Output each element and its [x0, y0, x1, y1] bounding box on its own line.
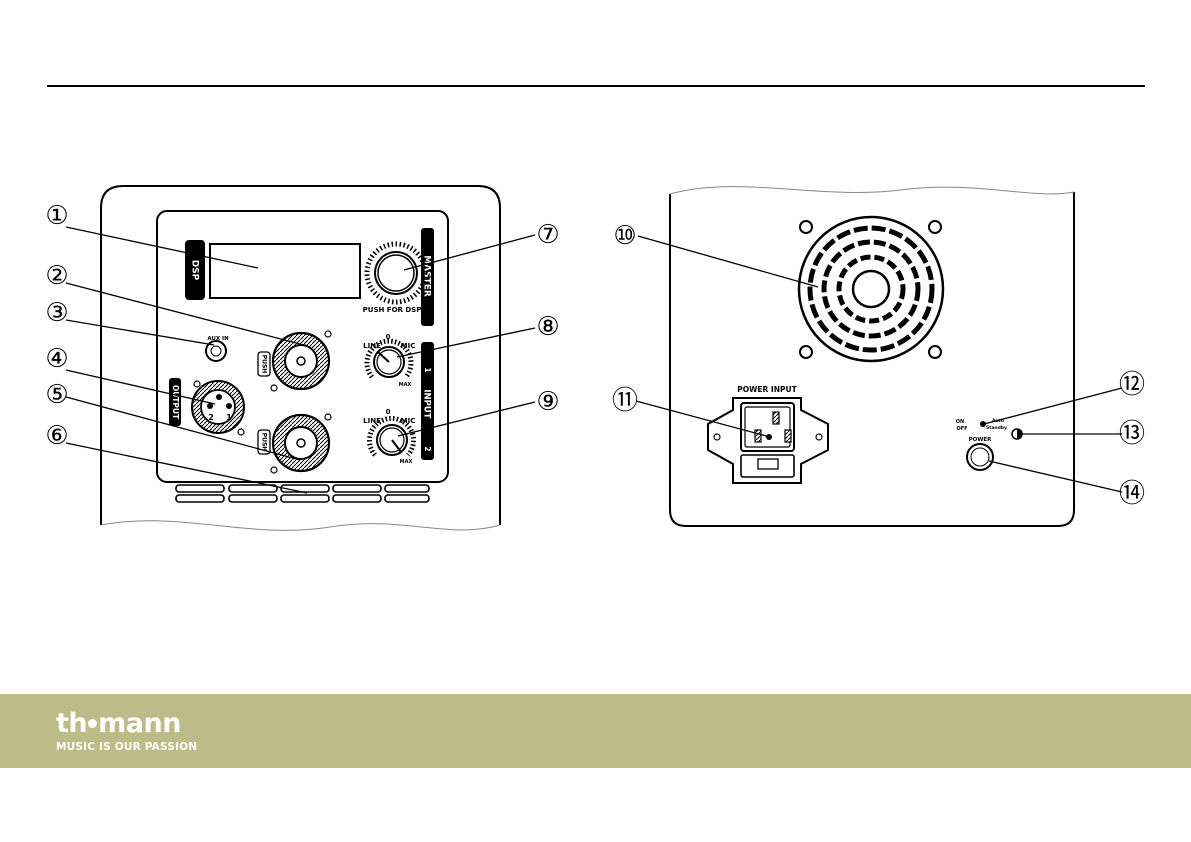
logo-dot — [88, 719, 97, 728]
rear-panel-outline — [670, 187, 1074, 526]
callout-8: ⑧ — [536, 312, 559, 342]
rear-leader-lines — [636, 236, 1122, 492]
callout-2: ② — [45, 261, 68, 291]
callout-4: ④ — [45, 344, 68, 374]
ventilation-slots — [176, 485, 429, 502]
power-input-socket[interactable] — [708, 398, 828, 483]
callout-5: ⑤ — [45, 380, 68, 410]
dsp-label: DSP — [190, 260, 200, 281]
dsp-display — [210, 244, 360, 298]
power-input-label: POWER INPUT — [737, 385, 797, 394]
power-label: POWER — [969, 437, 993, 443]
master-knob[interactable] — [367, 244, 425, 302]
auto-standby-switch[interactable] — [1012, 429, 1022, 439]
callout-1: ① — [45, 201, 68, 231]
callout-3: ③ — [45, 298, 68, 328]
xlr-pin-2-label: 2 — [208, 413, 214, 422]
callout-10: ⑩ — [613, 221, 636, 251]
gain-1-max-label: MAX — [399, 382, 412, 388]
input-1-label: 1 — [423, 367, 432, 372]
push-label-1: PUSH — [261, 355, 268, 374]
callout-7: ⑦ — [536, 220, 559, 250]
master-label: MASTER — [422, 255, 432, 297]
on-label: ON — [956, 419, 964, 425]
off-label: OFF — [956, 426, 967, 432]
callout-9: ⑨ — [536, 387, 559, 417]
xlr-pin-1-label: 1 — [226, 413, 232, 422]
callout-11: ⑪ — [612, 386, 638, 416]
callout-13: ⑬ — [1119, 419, 1145, 449]
push-for-dsp-label: PUSH FOR DSP — [363, 306, 422, 314]
callout-12: ⑫ — [1119, 370, 1145, 400]
input-2-combo-jack[interactable] — [271, 414, 331, 473]
cooling-fan-grille — [799, 217, 943, 361]
output-xlr-jack[interactable] — [192, 381, 244, 435]
rear-panel-figure: DSP MASTER PUSH FOR DSP AUX IN PUSH PUSH… — [0, 0, 1191, 690]
logo-wordmark-left: th — [56, 708, 87, 739]
gain-2-zero-label: 0 — [386, 408, 391, 416]
input-label: INPUT — [422, 389, 432, 418]
input-2-label: 2 — [423, 446, 432, 451]
callout-14: ⑭ — [1119, 479, 1145, 509]
input-1-combo-jack[interactable] — [271, 331, 331, 391]
gain-2-max-label: MAX — [400, 459, 413, 465]
logo-wordmark-right: mann — [98, 708, 181, 739]
push-label-2: PUSH — [261, 433, 268, 452]
callout-6: ⑥ — [45, 421, 68, 451]
standby-label: Standby — [986, 425, 1007, 431]
output-label: OUTPUT — [171, 385, 180, 420]
power-button[interactable] — [967, 444, 993, 470]
logo-tagline: MUSIC IS OUR PASSION — [56, 741, 197, 753]
